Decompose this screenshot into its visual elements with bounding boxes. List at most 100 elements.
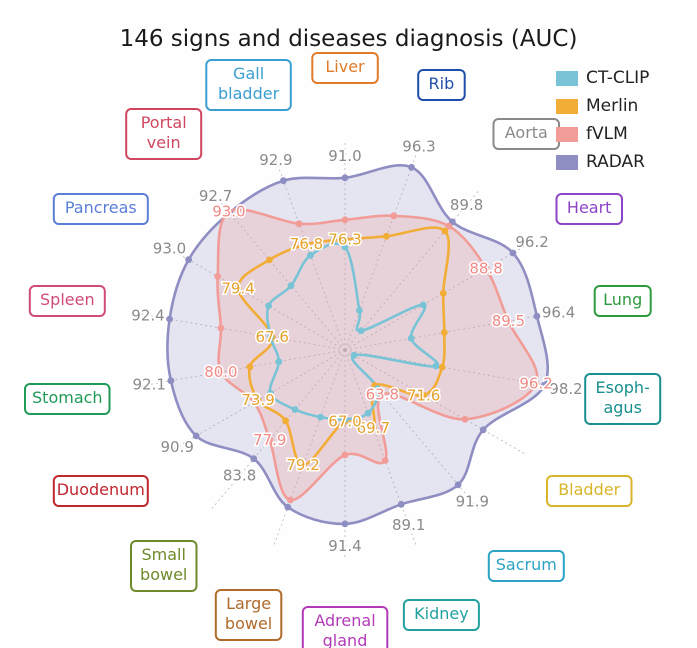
data-label-radar: 89.1: [392, 516, 425, 534]
category-label: bladder: [218, 84, 280, 103]
data-label-radar: 96.3: [402, 138, 435, 156]
data-label-radar: 91.0: [328, 147, 361, 165]
data-point-merlin: [438, 363, 446, 371]
data-point-fvlm: [445, 222, 453, 230]
data-label-radar: 83.8: [223, 467, 256, 485]
data-point-radar: [167, 377, 175, 385]
data-point-radar: [533, 312, 541, 320]
data-point-ct-clip: [357, 327, 365, 335]
data-label-radar: 91.9: [456, 493, 489, 511]
data-point-ct-clip: [364, 409, 372, 417]
data-label-radar: 92.1: [132, 376, 165, 394]
data-label-merlin: 67.6: [255, 328, 288, 346]
category-label-box: [584, 373, 662, 425]
data-point-ct-clip: [407, 334, 415, 342]
data-point-ct-clip: [374, 385, 381, 392]
data-point-ct-clip: [341, 415, 349, 423]
data-label-merlin: 79.2: [286, 456, 319, 474]
data-point-radar: [185, 256, 193, 264]
data-label-merlin: 71.6: [407, 386, 440, 404]
category-label: Small: [141, 545, 185, 564]
data-point-merlin: [266, 256, 273, 264]
data-point-merlin: [441, 227, 449, 235]
data-point-merlin: [299, 461, 307, 469]
data-point-radar: [250, 455, 258, 463]
data-label-radar: 96.2: [515, 233, 548, 251]
category-label: Esoph-: [596, 378, 650, 397]
category-label: vein: [147, 133, 181, 152]
data-point-ct-clip: [287, 282, 295, 290]
category-label: Sacrum: [496, 555, 557, 574]
data-label-fvlm: 96.2: [519, 375, 552, 393]
category-label-box: [130, 540, 198, 592]
data-label-radar: 96.4: [542, 303, 575, 321]
data-label-fvlm: 88.8: [469, 260, 502, 278]
data-point-ct-clip: [307, 251, 314, 259]
data-point-merlin: [383, 232, 390, 240]
category-label-box: [205, 59, 292, 111]
category-label: Heart: [567, 198, 612, 217]
category-label-box: [417, 69, 466, 101]
legend-item: CT-CLIP: [556, 64, 649, 92]
grid-spoke: [209, 188, 346, 351]
category-label: agus: [603, 398, 641, 417]
data-point-radar: [454, 481, 462, 489]
category-label-box: [52, 475, 149, 507]
data-point-radar: [509, 249, 517, 257]
series-line-radar: [166, 164, 549, 526]
data-point-merlin: [246, 363, 254, 371]
data-point-radar: [408, 163, 415, 171]
data-label-radar: 89.8: [450, 196, 483, 214]
category-label: Gall: [233, 64, 264, 83]
data-label-merlin: 73.9: [241, 391, 274, 409]
category-label: Rib: [429, 74, 455, 93]
data-point-merlin: [341, 236, 349, 243]
data-label-radar: 92.7: [199, 187, 232, 205]
data-point-fvlm: [341, 451, 349, 459]
legend-item: RADAR: [556, 148, 649, 176]
legend-label: CT-CLIP: [586, 68, 650, 88]
legend-label: fVLM: [586, 124, 628, 144]
data-point-fvlm: [378, 391, 386, 398]
data-label-radar: 93.0: [153, 240, 186, 258]
data-point-ct-clip: [317, 413, 324, 421]
data-label-radar: 90.9: [160, 438, 193, 456]
legend: CT-CLIP Merlin fVLM RADAR: [556, 64, 649, 176]
data-point-fvlm: [295, 220, 303, 228]
data-point-radar: [280, 177, 287, 185]
data-point-merlin: [440, 329, 448, 336]
data-point-ct-clip: [265, 302, 272, 310]
category-label: bowel: [140, 565, 187, 584]
data-point-fvlm: [287, 496, 294, 504]
data-point-ct-clip: [356, 307, 363, 314]
category-label-box: [555, 193, 623, 225]
data-point-radar: [192, 432, 200, 440]
category-label-box: [546, 475, 633, 507]
data-point-ct-clip: [350, 351, 358, 359]
category-label-box: [402, 599, 480, 631]
data-point-fvlm: [217, 368, 225, 376]
data-label-radar: 98.2: [549, 380, 582, 398]
data-label-fvlm: 93.0: [212, 203, 245, 221]
legend-item: fVLM: [556, 120, 649, 148]
data-point-merlin: [439, 289, 447, 297]
category-label: Aorta: [505, 123, 548, 142]
data-point-ct-clip: [291, 406, 299, 413]
data-point-fvlm: [217, 324, 225, 332]
data-point-fvlm: [381, 457, 389, 464]
data-point-fvlm: [225, 208, 233, 216]
category-label: bowel: [225, 614, 272, 633]
data-point-radar: [341, 520, 349, 528]
data-point-merlin: [369, 424, 377, 432]
data-label-radar: 91.4: [328, 537, 361, 555]
data-point-radar: [166, 315, 174, 323]
legend-swatch: [556, 70, 578, 86]
data-label-radar: 92.9: [259, 151, 292, 169]
data-label-merlin: 76.8: [290, 235, 323, 253]
data-point-fvlm: [532, 380, 540, 388]
data-point-fvlm: [341, 216, 349, 224]
data-point-ct-clip: [419, 301, 427, 309]
data-point-merlin: [420, 392, 427, 399]
data-point-fvlm: [390, 212, 398, 220]
legend-label: Merlin: [586, 96, 639, 116]
